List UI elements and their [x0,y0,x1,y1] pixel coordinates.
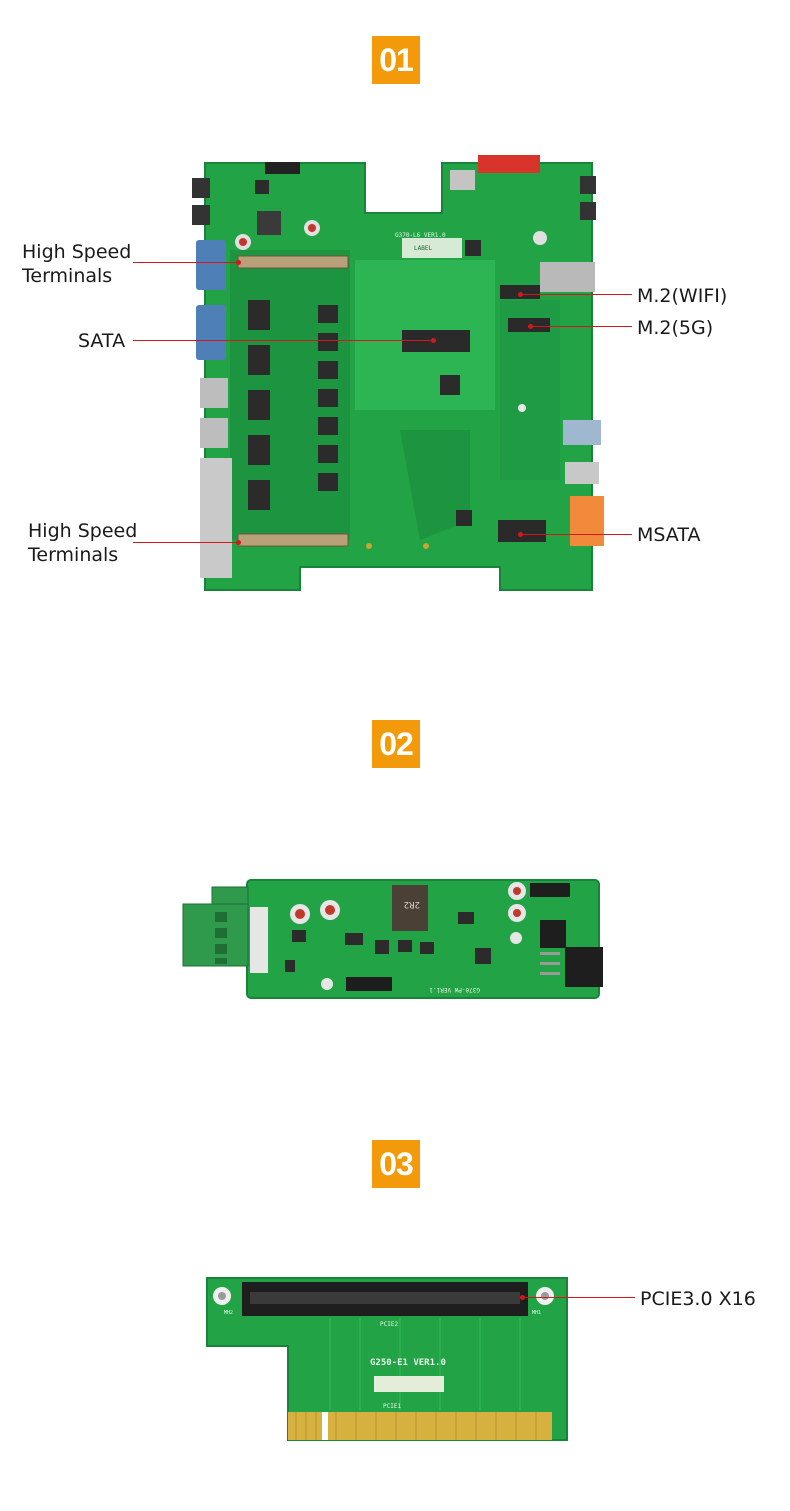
label-high-speed-terminals-bottom: High Speed Terminals [28,520,138,566]
riser-mh-left-text: MH2 [224,1310,233,1316]
label-high-speed-terminals-top: High Speed Terminals [22,241,132,287]
leader-dot-m2-5g [528,324,533,329]
leader-pcie [522,1297,635,1298]
leader-msata [520,534,632,535]
label-sata: SATA [78,330,126,352]
label-msata: MSATA [637,524,701,546]
leader-dot-m2-wifi [518,292,523,297]
leader-m2-wifi [520,294,632,295]
label-pcie: PCIE3.0 X16 [640,1288,756,1310]
riser-slot-bottom-text: PCIE1 [383,1403,401,1410]
leader-dot-pcie [520,1295,525,1300]
leader-high-speed-top [133,262,238,263]
section-badge-02: 02 [372,720,420,768]
leader-dot-sata [431,338,436,343]
label-m2-wifi: M.2(WIFI) [637,285,728,307]
power-inductor-text: 2R2 [404,899,420,909]
mainboard-model-text: G370-L6 VER1.0 [395,232,446,239]
section-badge-03: 03 [372,1140,420,1188]
leader-dot-msata [518,532,523,537]
riser-slot-top-text: PCIE2 [380,1321,398,1328]
leader-sata [133,340,433,341]
mainboard-image: G370-L6 VER1.0 LABEL [192,155,604,591]
label-m2-5g: M.2(5G) [637,317,714,339]
leader-high-speed-bottom [133,542,238,543]
riser-mh-right-text: MH1 [532,1310,541,1316]
power-board-model-text: G370-PW VER1.1 [429,986,480,993]
leader-dot-high-speed-bottom [236,540,241,545]
riser-model-text: G250-E1 VER1.0 [370,1358,446,1368]
leader-m2-5g [530,326,632,327]
section-badge-01: 01 [372,36,420,84]
mainboard-label-box: LABEL [414,245,432,252]
leader-dot-high-speed-top [236,260,241,265]
